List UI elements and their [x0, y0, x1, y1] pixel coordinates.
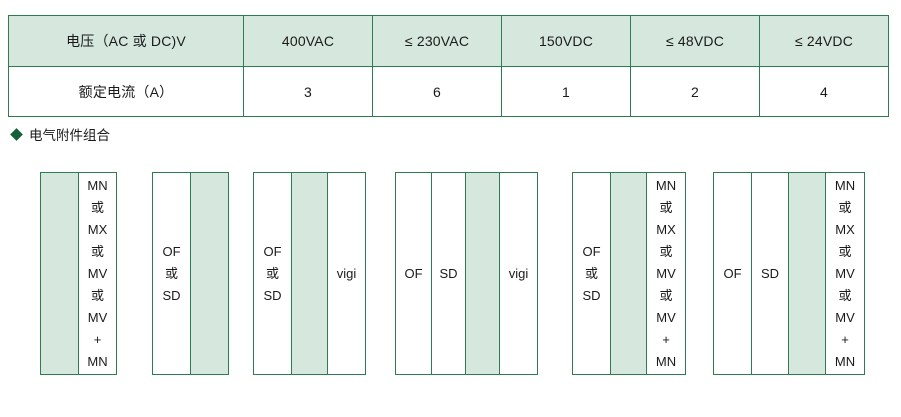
combination-cell: vigi [499, 172, 538, 375]
table-cell-current-150vdc: 1 [501, 66, 631, 117]
combination-cell-blank [610, 172, 647, 375]
combination-cell-blank [40, 172, 79, 375]
table-cell-current-400vac: 3 [243, 66, 373, 117]
combination-cell-label: OF 或 SD [582, 243, 601, 303]
table-header-230vac: ≤ 230VAC [372, 15, 502, 67]
combination-cell-label: MN 或 MX 或 MV 或 MV + MN [834, 177, 856, 369]
combination-cell-label: SD [439, 265, 458, 281]
combination-cell-blank [465, 172, 500, 375]
table-cell-current-24vdc: 4 [759, 66, 889, 117]
combination-cell-label: OF 或 SD [263, 243, 282, 303]
combination-cell-blank [291, 172, 328, 375]
combination-cell-label: vigi [508, 265, 529, 281]
section-title: 电气附件组合 [29, 128, 110, 143]
combination-cell: OF [395, 172, 432, 375]
table-row-label-rated-current: 额定电流（A） [8, 66, 244, 117]
combination-cell-label: vigi [336, 265, 357, 281]
voltage-current-table: 电压（AC 或 DC)V 400VAC ≤ 230VAC 150VDC ≤ 48… [8, 15, 889, 117]
combination-cell: MN 或 MX 或 MV 或 MV + MN [78, 172, 117, 375]
combination-cell-blank [190, 172, 229, 375]
combination-group: OF 或 SD vigi [253, 172, 368, 375]
combination-cell-label: SD [760, 265, 780, 281]
combination-cell-label: MN 或 MX 或 MV 或 MV + MN [655, 177, 677, 369]
combination-cell: SD [751, 172, 789, 375]
combination-cell: OF 或 SD [152, 172, 191, 375]
combination-group: OF 或 SD MN 或 MX 或 MV 或 MV + MN [572, 172, 688, 375]
section-heading: 电气附件组合 [10, 124, 110, 144]
combination-group: OF 或 SD [152, 172, 230, 375]
combination-cell: MN 或 MX 或 MV 或 MV + MN [646, 172, 686, 375]
combination-cell-label: OF [404, 265, 423, 281]
combination-group: OF SD vigi [395, 172, 541, 375]
combination-cell-label: OF 或 SD [162, 243, 181, 303]
combination-cell: OF 或 SD [253, 172, 292, 375]
combination-cell-blank [788, 172, 826, 375]
table-header-400vac: 400VAC [243, 15, 373, 67]
combination-cell-label: OF [723, 265, 742, 281]
combination-cell: SD [431, 172, 466, 375]
combination-group: OF SD MN 或 MX 或 MV 或 MV + MN [713, 172, 868, 375]
combination-cell: MN 或 MX 或 MV 或 MV + MN [825, 172, 865, 375]
accessory-combination-diagram: MN 或 MX 或 MV 或 MV + MN OF 或 SD OF 或 SD vigi… [0, 172, 901, 377]
table-cell-current-48vdc: 2 [630, 66, 760, 117]
combination-group: MN 或 MX 或 MV 或 MV + MN [40, 172, 118, 375]
table-header-48vdc: ≤ 48VDC [630, 15, 760, 67]
table-header-row: 电压（AC 或 DC)V 400VAC ≤ 230VAC 150VDC ≤ 48… [8, 15, 889, 67]
table-header-24vdc: ≤ 24VDC [759, 15, 889, 67]
table-header-voltage: 电压（AC 或 DC)V [8, 15, 244, 67]
combination-cell-label: MN 或 MX 或 MV 或 MV + MN [87, 177, 108, 369]
combination-cell: vigi [327, 172, 366, 375]
specification-table: 电压（AC 或 DC)V 400VAC ≤ 230VAC 150VDC ≤ 48… [8, 15, 889, 117]
table-row: 额定电流（A） 3 6 1 2 4 [8, 66, 889, 117]
table-header-150vdc: 150VDC [501, 15, 631, 67]
combination-cell: OF 或 SD [572, 172, 611, 375]
combination-cell: OF [713, 172, 752, 375]
diamond-bullet-icon [10, 127, 23, 141]
table-cell-current-230vac: 6 [372, 66, 502, 117]
